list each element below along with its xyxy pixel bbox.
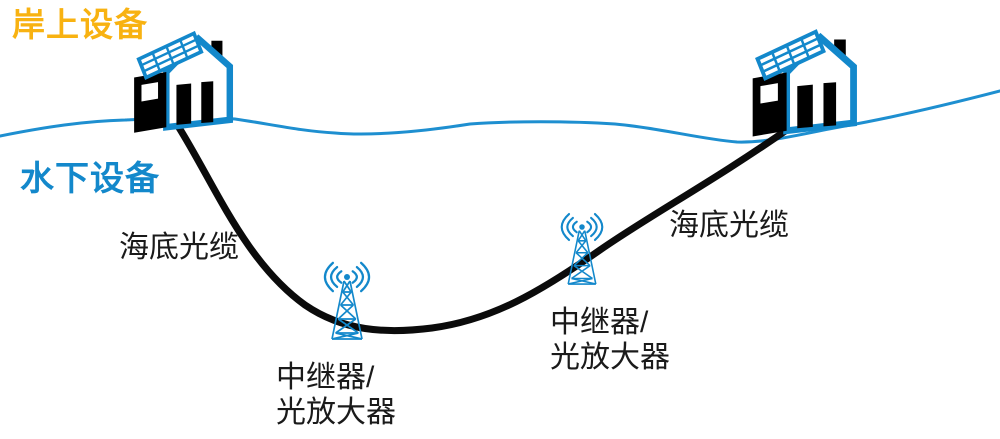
submarine-cable-label-right: 海底光缆 <box>669 209 789 242</box>
shore-station-house-left <box>134 33 230 132</box>
repeater-label-right-line1: 中继器/ <box>550 306 649 339</box>
shore-equipment-label: 岸上设备 <box>12 6 148 43</box>
repeater-label-left: 中继器/ 光放大器 <box>276 360 396 430</box>
repeater-label-left-line2: 光放大器 <box>276 396 396 429</box>
repeater-label-right: 中继器/ 光放大器 <box>550 305 670 375</box>
submarine-cable-line <box>174 122 795 335</box>
repeater-label-left-line1: 中继器/ <box>276 361 375 394</box>
submarine-cable-label-left: 海底光缆 <box>119 231 239 264</box>
repeater-label-right-line2: 光放大器 <box>550 341 670 374</box>
shore-station-house-right <box>753 32 854 137</box>
underwater-equipment-label: 水下设备 <box>20 160 160 198</box>
